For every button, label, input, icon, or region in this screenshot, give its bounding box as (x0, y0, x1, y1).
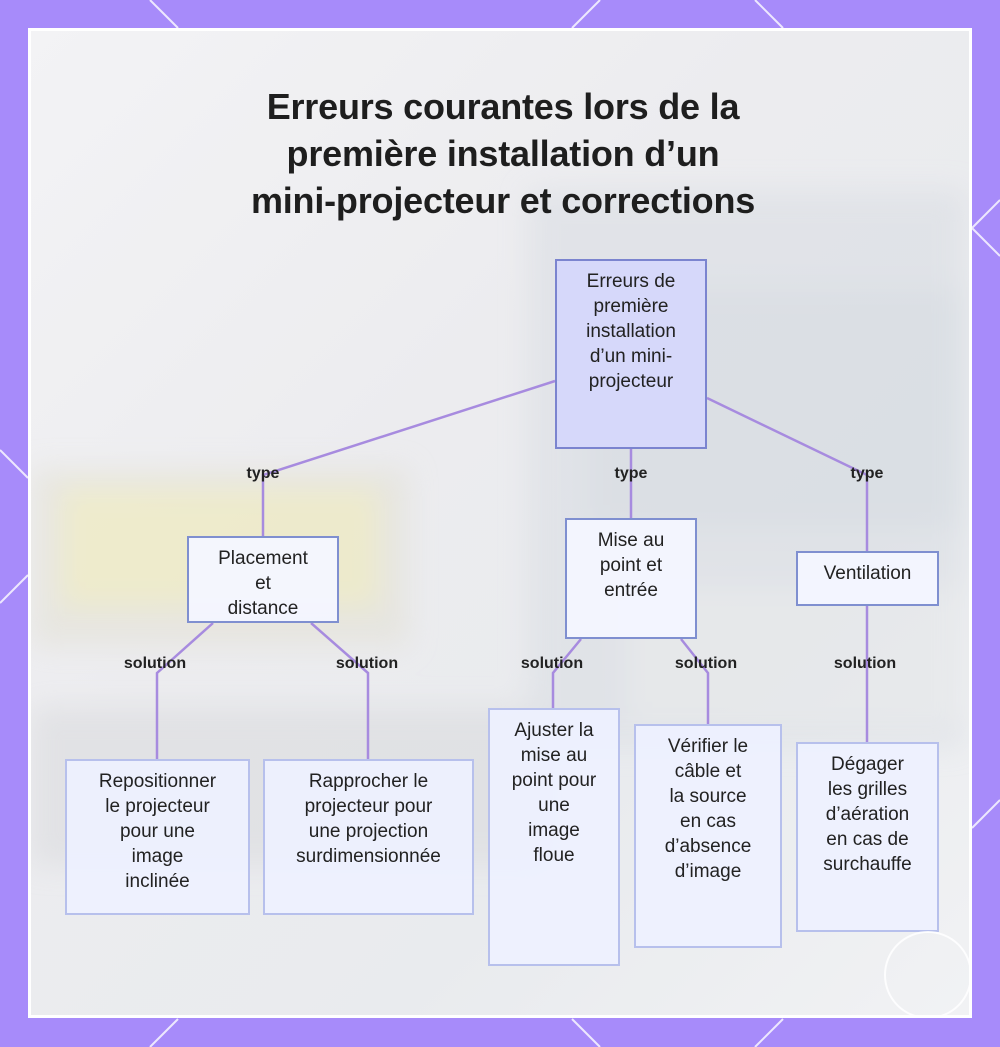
solution-label: Rapprocher le projecteur pour une projec… (296, 771, 441, 867)
title-line-2: première installation d’un (286, 133, 720, 174)
diagram-title: Erreurs courantes lors de la première in… (31, 83, 969, 224)
edge-root-ventilation (706, 396, 869, 551)
edge-label-solution: solution (674, 655, 738, 672)
solution-ajuster-mise-au-point: Ajuster la mise au point pour une image … (488, 708, 620, 966)
category-ventilation: Ventilation (796, 551, 939, 606)
solution-rapprocher: Rapprocher le projecteur pour une projec… (263, 759, 474, 915)
category-label: Mise au point et entrée (597, 530, 665, 601)
solution-label: Repositionner le projecteur pour une ima… (98, 771, 217, 892)
diagram-canvas: Erreurs courantes lors de la première in… (28, 28, 972, 1018)
solution-label: Ajuster la mise au point pour une image … (511, 720, 597, 866)
edge-mise-solution-3 (551, 638, 582, 708)
solution-repositionner: Repositionner le projecteur pour une ima… (65, 759, 250, 915)
edge-placement-solution-2 (310, 622, 370, 759)
edge-label-solution: solution (335, 655, 399, 672)
watermark-logo (884, 931, 969, 1015)
edge-label-solution: solution (520, 655, 584, 672)
edge-label-type: type (850, 465, 884, 482)
edge-placement-solution-1 (155, 622, 214, 759)
edge-root-placement (261, 379, 556, 536)
solution-label: Vérifier le câble et la source en cas d’… (664, 736, 752, 882)
category-label: Placement et distance (218, 548, 308, 619)
root-node-label: Erreurs de première installation d’un mi… (586, 271, 676, 392)
category-label: Ventilation (823, 563, 912, 584)
solution-label: Dégager les grilles d’aération en cas de… (823, 754, 912, 875)
edge-mise-solution-4 (680, 638, 710, 724)
edge-label-solution: solution (833, 655, 897, 672)
title-line-3: mini-projecteur et corrections (250, 180, 756, 221)
title-line-1: Erreurs courantes lors de la (266, 86, 740, 127)
root-node: Erreurs de première installation d’un mi… (555, 259, 707, 449)
edge-label-solution: solution (123, 655, 187, 672)
edge-label-type: type (614, 465, 648, 482)
solution-degager-grilles: Dégager les grilles d’aération en cas de… (796, 742, 939, 932)
category-placement-distance: Placement et distance (187, 536, 339, 623)
category-mise-au-point: Mise au point et entrée (565, 518, 697, 639)
connector-lines (155, 379, 869, 759)
solution-verifier-cable: Vérifier le câble et la source en cas d’… (634, 724, 782, 948)
edge-label-type: type (246, 465, 280, 482)
